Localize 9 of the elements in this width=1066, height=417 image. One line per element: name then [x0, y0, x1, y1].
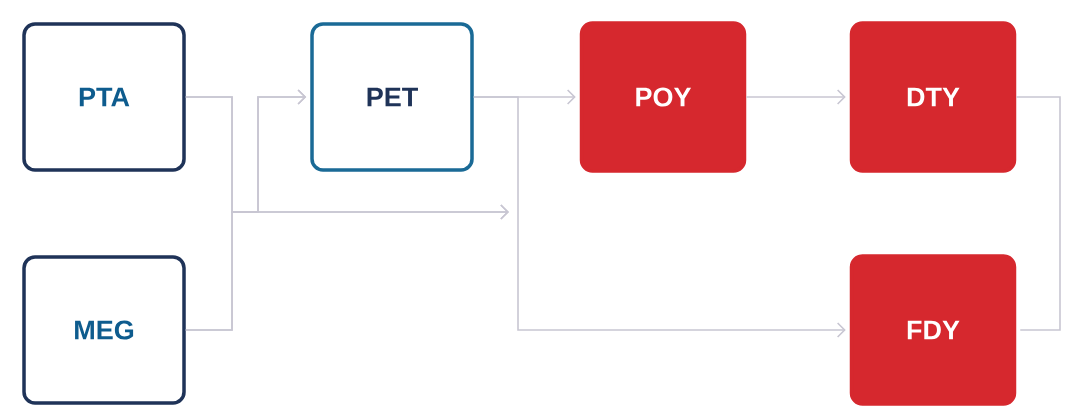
product-box: FDY: [849, 254, 1017, 406]
product-box: POY: [579, 21, 747, 173]
arrow: [184, 204, 509, 331]
product-box: DTY: [849, 21, 1017, 173]
input-box: MEG: [22, 255, 186, 405]
process-box: PET: [310, 22, 474, 172]
arrow: [745, 89, 846, 105]
arrow: [472, 96, 846, 338]
input-box: PTA: [22, 22, 186, 172]
